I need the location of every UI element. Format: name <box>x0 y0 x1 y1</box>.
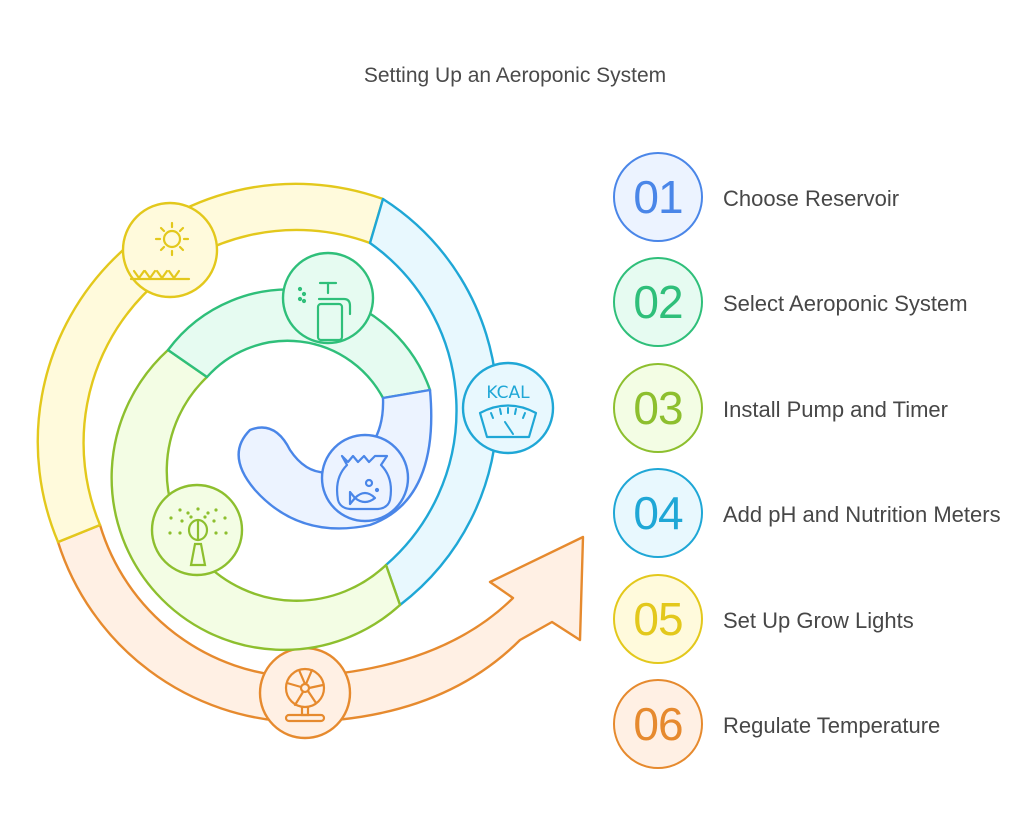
spray-bottle-icon <box>297 281 352 342</box>
segment-01-reservoir <box>237 388 433 530</box>
segment-04-band <box>368 197 499 607</box>
step-04-label: Add pH and Nutrition Meters <box>723 502 1001 527</box>
step-06-label: Regulate Temperature <box>723 713 941 738</box>
step-05-number-badge: 05 <box>613 574 703 664</box>
step-06-number-badge: 06 <box>613 679 703 769</box>
step-04-number-badge: 04 <box>613 468 703 558</box>
step-01: 01 Choose Reservoir <box>613 152 1013 246</box>
step-01-label: Choose Reservoir <box>723 186 900 211</box>
fish-bag-icon <box>335 454 393 511</box>
step-05-label: Set Up Grow Lights <box>723 608 914 633</box>
step-03: 03 Install Pump and Timer <box>613 363 1013 457</box>
step-01-number-badge: 01 <box>613 152 703 242</box>
sun-plants-icon <box>129 221 191 281</box>
step-06: 06 Regulate Temperature <box>613 679 1013 773</box>
step-03-number-badge: 03 <box>613 363 703 453</box>
step-02-label: Select Aeroponic System <box>723 291 968 316</box>
step-02-number-badge: 02 <box>613 257 703 347</box>
segment-05-bubble <box>121 201 219 299</box>
segment-06-band <box>56 523 585 724</box>
step-04: 04 Add pH and Nutrition Meters <box>613 468 1013 562</box>
step-05: 05 Set Up Grow Lights <box>613 574 1013 668</box>
kcal-label: KCAL <box>486 383 530 403</box>
fan-icon <box>284 667 326 723</box>
step-03-label: Install Pump and Timer <box>723 397 948 422</box>
sprinkler-icon <box>168 507 228 567</box>
segment-03-band <box>110 348 402 652</box>
step-02: 02 Select Aeroponic System <box>613 257 1013 351</box>
kcal-scale-icon: KCAL <box>478 383 538 439</box>
diagram-title: Setting Up an Aeroponic System <box>363 64 667 87</box>
